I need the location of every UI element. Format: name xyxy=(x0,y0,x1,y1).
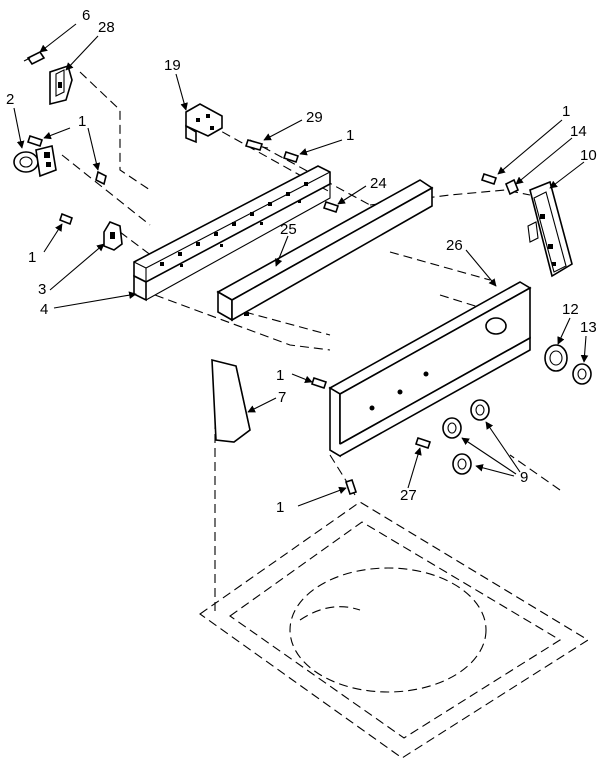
bracket-19 xyxy=(185,103,223,144)
callout-2: 2 xyxy=(6,91,14,108)
callout-1-top-right: 1 xyxy=(562,103,570,120)
screw-1-top-center xyxy=(282,150,300,164)
callout-25: 25 xyxy=(280,221,297,238)
callout-14: 14 xyxy=(570,123,587,140)
callout-24: 24 xyxy=(370,175,387,192)
callout-29: 29 xyxy=(306,109,323,126)
knob-9-a xyxy=(470,399,490,421)
knob-9-b xyxy=(442,417,462,439)
callout-19: 19 xyxy=(164,57,181,74)
callout-1-top-center: 1 xyxy=(346,127,354,144)
console-panel-26 xyxy=(328,281,532,458)
end-cap-10 xyxy=(527,180,573,278)
callout-1-left: 1 xyxy=(28,249,36,266)
cabinet-top-outline xyxy=(199,501,590,759)
callout-26: 26 xyxy=(446,237,463,254)
callout-1-console: 1 xyxy=(276,367,284,384)
mounting-rail-4 xyxy=(133,165,331,302)
callout-27: 27 xyxy=(400,487,417,504)
callout-28: 28 xyxy=(98,19,115,36)
timer-knob-12 xyxy=(544,344,568,372)
callout-9: 9 xyxy=(520,469,528,486)
screw-27 xyxy=(414,436,432,450)
bracket-28 xyxy=(49,64,73,106)
callout-4: 4 xyxy=(40,301,48,318)
screw-1-console xyxy=(310,376,328,390)
clip-14 xyxy=(504,178,520,196)
callout-12: 12 xyxy=(562,301,579,318)
screw-6 xyxy=(23,50,46,66)
screw-1-left xyxy=(95,170,107,186)
callout-10: 10 xyxy=(580,147,597,164)
knob-cap-13 xyxy=(572,363,592,385)
pressure-switch-2 xyxy=(13,145,57,178)
callout-13: 13 xyxy=(580,319,597,336)
console-front-skirt xyxy=(211,358,251,443)
screw-29 xyxy=(244,139,269,151)
screw-1-top-left xyxy=(26,134,44,148)
callout-1-bottom: 1 xyxy=(276,499,284,516)
screw-1-right xyxy=(480,172,498,186)
callout-3: 3 xyxy=(38,281,46,298)
leader-lines xyxy=(13,23,589,507)
clip-3 xyxy=(103,221,123,251)
callout-7: 7 xyxy=(278,389,286,406)
screw-24 xyxy=(322,200,340,214)
callout-labels: 6 28 2 1 19 29 1 1 14 10 24 1 3 25 4 26 … xyxy=(6,7,597,516)
callout-1-top-left: 1 xyxy=(78,113,86,130)
knob-9-c xyxy=(452,453,472,475)
callout-6: 6 xyxy=(82,7,90,24)
channel-25 xyxy=(216,179,434,322)
screw-1-lower-left xyxy=(59,212,73,226)
screw-1-bottom xyxy=(344,478,358,496)
